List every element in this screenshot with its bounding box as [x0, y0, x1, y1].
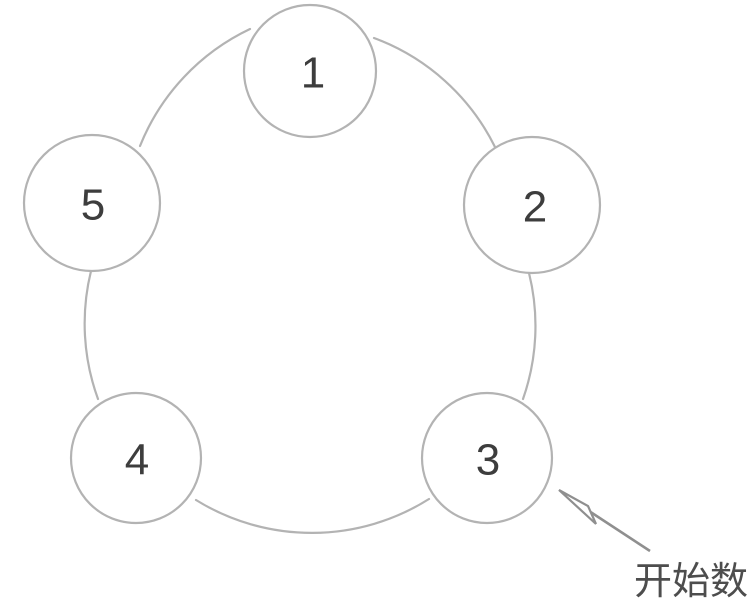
edge-group [83, 27, 537, 534]
edge-3-to-4 [194, 497, 431, 534]
node-1[interactable]: 1 [242, 3, 378, 139]
edge-1-to-2 [372, 36, 497, 149]
edge-5-to-1 [138, 27, 252, 148]
node-5-label: 5 [81, 181, 105, 230]
annotation-arrow-head-icon [558, 489, 598, 525]
node-2-circle[interactable] [462, 135, 602, 275]
edge-2-to-3 [521, 271, 537, 401]
annotation-label: 开始数 [634, 559, 748, 603]
node-4[interactable]: 4 [69, 391, 203, 525]
node-group: 1 2 3 4 5 [22, 3, 602, 525]
node-2[interactable]: 2 [462, 135, 602, 275]
node-1-label: 1 [301, 49, 325, 98]
node-2-label: 2 [523, 183, 547, 232]
node-5-circle[interactable] [22, 133, 162, 273]
node-3-circle[interactable] [420, 391, 554, 525]
node-3-label: 3 [476, 436, 500, 485]
node-1-circle[interactable] [242, 3, 378, 139]
node-5[interactable]: 5 [22, 133, 162, 273]
node-4-circle[interactable] [69, 391, 203, 525]
edge-4-to-5 [83, 269, 100, 401]
start-annotation: 开始数 [558, 489, 748, 603]
node-4-label: 4 [125, 436, 149, 485]
annotation-arrow-shaft [588, 509, 651, 553]
node-3[interactable]: 3 [420, 391, 554, 525]
